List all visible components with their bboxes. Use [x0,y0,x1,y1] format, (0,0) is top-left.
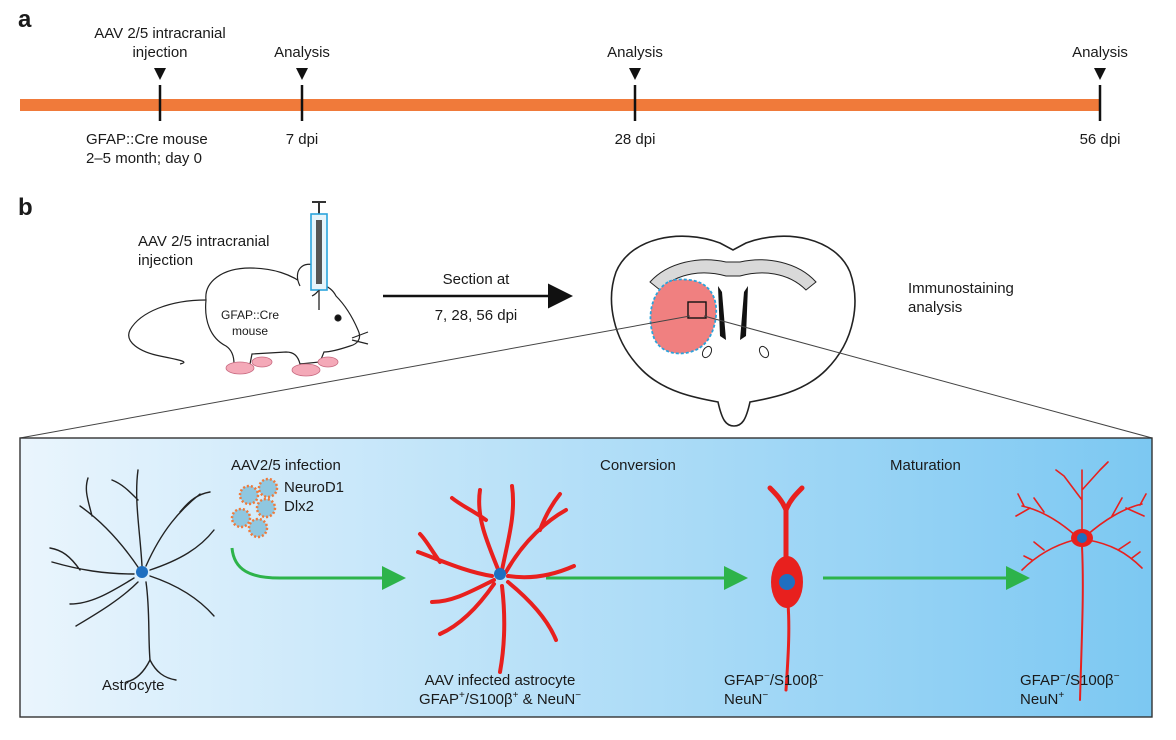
mouse-label: GFAP::Cre mouse [205,307,295,339]
panel-a-letter: a [18,6,32,33]
conversion-label: Conversion [600,457,676,474]
immuno-label-line1: Immunostaining [908,280,1014,297]
gene-neurod1: NeuroD1 [284,479,345,496]
mature-neuron-cell [1015,461,1147,701]
start-label-line1: GFAP::Cre mouse [86,131,208,148]
event-28dpi-bottom: 28 dpi [614,131,656,148]
injection-label-line1: AAV 2/5 intracranial [94,25,226,42]
b-injection-line1: AAV 2/5 intracranial [138,233,270,250]
maturation-label: Maturation [890,457,961,474]
section-days: 7, 28, 56 dpi [434,307,518,324]
virus-particles [230,477,279,539]
stage-mature-line1: GFAP−/S100β− [1020,671,1120,690]
infected-astrocyte-nucleus [494,568,506,580]
immature-neuron-cell [767,485,805,692]
timeline [20,68,1106,121]
astrocyte-nucleus [136,566,148,578]
zoom-line-left [19,315,691,439]
b-injection-label: AAV 2/5 intracranial injection [138,232,269,270]
panel-b-letter: b [18,194,33,221]
down-arrow-icon [629,68,641,80]
down-arrow-icon [1094,68,1106,80]
mature-neuron-nucleus [1077,533,1087,543]
stage-mature-label: GFAP−/S100β− NeuN+ [1020,671,1120,709]
immuno-label: Immunostaining analysis [908,279,1014,317]
event-7dpi-bottom: 7 dpi [285,131,319,148]
gene-dlx2: Dlx2 [284,498,315,515]
stage-immature-line1: GFAP−/S100β− [724,671,824,690]
immuno-label-line2: analysis [908,299,963,316]
down-arrow-icon [296,68,308,80]
stage-mature-line2: NeuN+ [1020,690,1065,709]
event-7dpi-top: Analysis [274,44,330,61]
start-label: GFAP::Cre mouse 2–5 month; day 0 [86,130,208,168]
stage-infected-line1: AAV infected astrocyte [424,672,576,689]
ventricle-left [718,286,726,340]
timeline-bar [20,99,1100,111]
mouse-paws [225,356,339,377]
syringe-icon [310,201,328,310]
stage-infected-markers: GFAP+/S100β+ & NeuN− [418,690,582,709]
infection-label: AAV2/5 infection [231,457,341,474]
mouse-label-line2: mouse [231,324,269,338]
b-injection-line2: injection [138,252,194,269]
infection-arrow [230,547,406,590]
injection-label-line2: injection [132,44,188,61]
down-arrow-icon [154,68,166,80]
zoom-square [687,301,707,319]
stage-astrocyte-label: Astrocyte [102,677,165,694]
infected-astrocyte-cell [416,484,576,674]
section-label: Section at [442,271,510,288]
stage-infected-label: AAV infected astrocyte GFAP+/S100β+ & Ne… [390,671,610,709]
commissure-right [758,345,770,359]
immature-neuron-nucleus [779,574,795,590]
start-label-line2: 2–5 month; day 0 [86,150,202,167]
commissure-left [701,345,713,359]
injection-label: AAV 2/5 intracranial injection [70,24,250,62]
zoom-line-right [703,315,1153,439]
event-56dpi-bottom: 56 dpi [1079,131,1121,148]
brain-section [610,235,856,427]
stage-immature-line2: NeuN− [724,690,769,709]
corpus-callosum [649,259,817,291]
infected-region [649,278,718,355]
astrocyte-cell [49,469,215,683]
mouse-label-line1: GFAP::Cre [220,308,279,322]
event-28dpi-top: Analysis [607,44,663,61]
event-56dpi-top: Analysis [1072,44,1128,61]
stage-immature-label: GFAP−/S100β− NeuN− [724,671,824,709]
